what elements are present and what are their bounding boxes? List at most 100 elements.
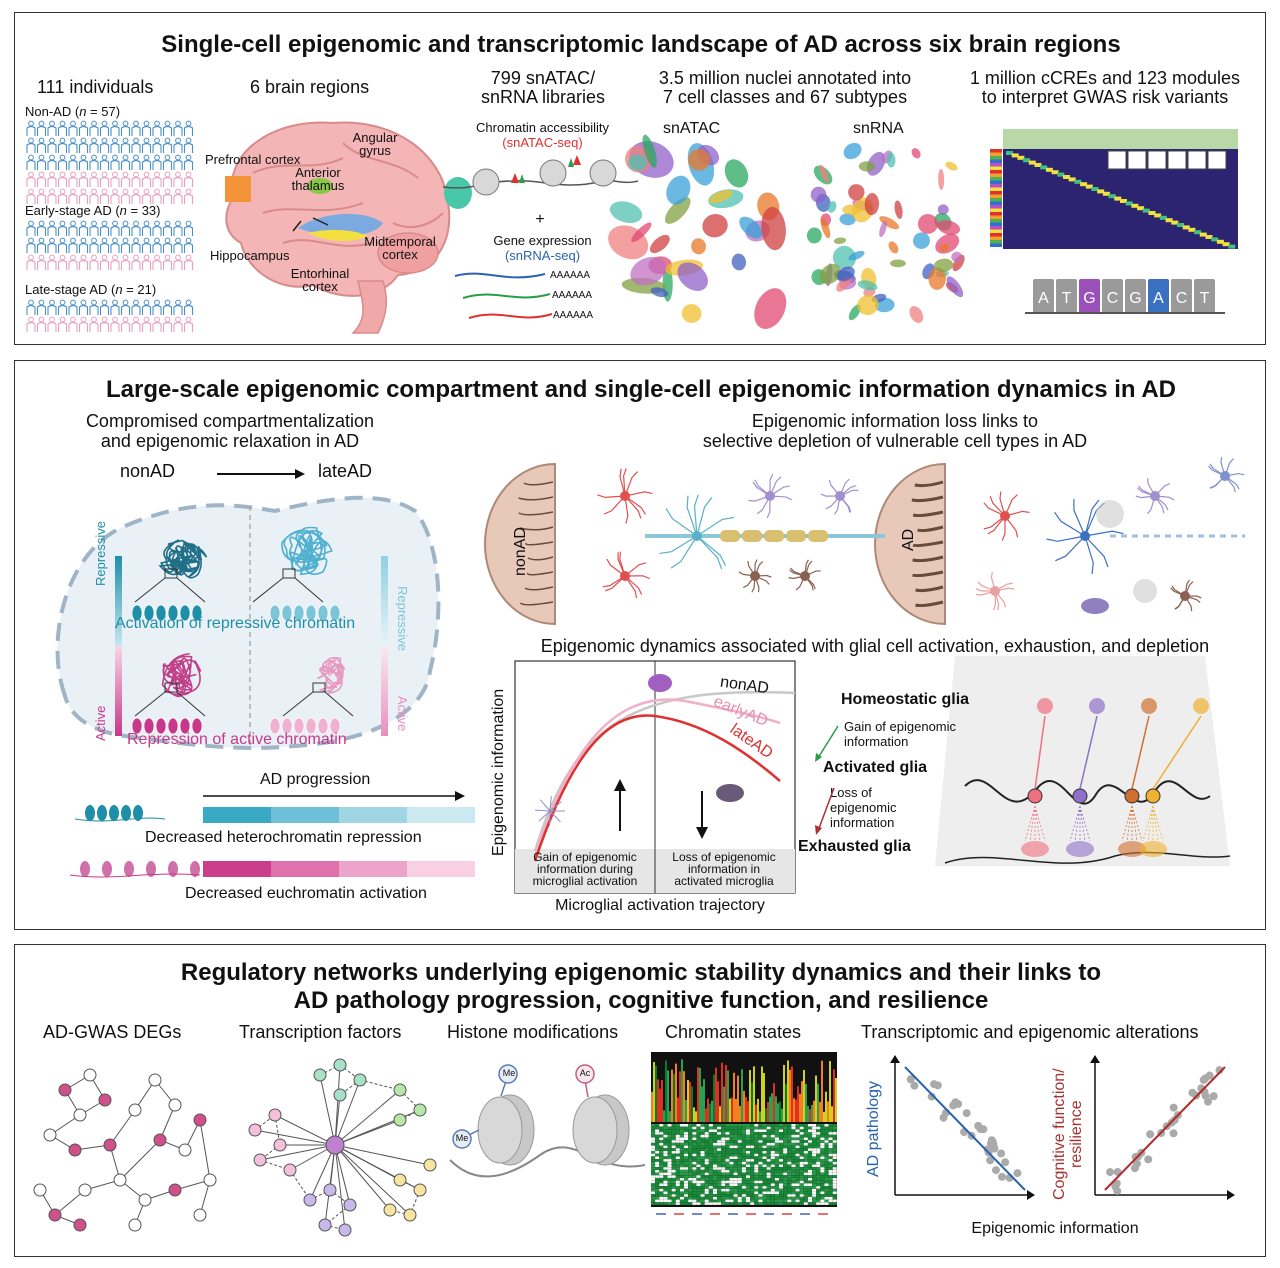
- hetero-nucleosome: [109, 805, 119, 821]
- person-icon: [57, 171, 68, 187]
- state-cell: [659, 1161, 664, 1165]
- signal-bar: [823, 1111, 825, 1122]
- state-cell: [779, 1129, 784, 1132]
- state-cell: [708, 1191, 713, 1195]
- state-cell: [787, 1196, 792, 1200]
- network-node: [313, 1068, 327, 1082]
- state-cell: [725, 1151, 730, 1154]
- heatmap-annotation: [990, 212, 1002, 216]
- state-cell: [704, 1202, 709, 1205]
- state-cell: [791, 1148, 796, 1151]
- state-cell: [725, 1137, 730, 1141]
- state-cell: [758, 1167, 763, 1170]
- state-cell: [692, 1151, 697, 1154]
- state-cell: [803, 1194, 808, 1197]
- state-cell: [758, 1151, 763, 1154]
- signal-bar: [753, 1066, 755, 1122]
- state-cell: [770, 1142, 775, 1146]
- state-cell: [770, 1172, 775, 1176]
- state-cell: [795, 1175, 800, 1178]
- state-cell: [721, 1175, 726, 1178]
- state-cell: [712, 1156, 718, 1159]
- heatmap-annotation: [990, 152, 1002, 156]
- state-cell: [824, 1134, 829, 1138]
- state-cell: [832, 1156, 837, 1159]
- state-cell: [663, 1132, 668, 1135]
- brain-illustration: [225, 121, 472, 334]
- state-cell: [663, 1161, 668, 1165]
- person-icon: [47, 171, 57, 187]
- state-cell: [721, 1126, 726, 1130]
- heatmap-annotation: [990, 208, 1002, 212]
- network-edge: [119, 1139, 161, 1181]
- state-cell: [717, 1161, 722, 1165]
- state-cell: [712, 1124, 718, 1127]
- state-cell: [737, 1196, 742, 1200]
- state-cell: [832, 1183, 837, 1186]
- state-cell: [655, 1167, 660, 1170]
- state-cell: [704, 1186, 709, 1189]
- person-icon: [173, 237, 183, 253]
- state-cell: [762, 1142, 767, 1146]
- umap-snrna-label: snRNA: [853, 120, 904, 137]
- state-cell: [675, 1167, 680, 1170]
- state-cell: [770, 1202, 775, 1205]
- state-cell: [679, 1175, 685, 1178]
- heatmap-annotation: [990, 233, 1002, 237]
- state-cell: [750, 1137, 755, 1141]
- state-cell: [721, 1151, 726, 1154]
- state-cell: [791, 1169, 796, 1173]
- state-cell: [816, 1167, 821, 1170]
- state-cell: [774, 1161, 779, 1165]
- heatmap-block: [1085, 184, 1093, 189]
- state-cell: [807, 1194, 813, 1197]
- state-cell: [663, 1126, 668, 1130]
- heatmap-inset: [1127, 150, 1147, 170]
- state-cell: [671, 1172, 676, 1176]
- person-icon: [120, 316, 131, 332]
- state-cell: [667, 1132, 672, 1135]
- state-cell: [659, 1199, 664, 1203]
- state-cell: [816, 1161, 821, 1165]
- signal-bar: [681, 1059, 683, 1122]
- state-cell: [787, 1156, 792, 1159]
- nucleosome: [179, 717, 191, 735]
- state-cell: [671, 1167, 676, 1170]
- state-cell: [812, 1159, 817, 1162]
- state-cell: [721, 1164, 726, 1168]
- state-cell: [684, 1129, 689, 1132]
- state-cell: [663, 1191, 668, 1195]
- state-cell: [737, 1129, 742, 1132]
- state-cell: [774, 1194, 779, 1197]
- state-cell: [824, 1161, 829, 1165]
- state-cell: [832, 1188, 837, 1192]
- eu-nucleosome: [168, 861, 178, 877]
- state-cell: [745, 1172, 751, 1176]
- state-cell: [762, 1172, 767, 1176]
- state-cell: [816, 1145, 821, 1149]
- signal-bar: [715, 1067, 717, 1122]
- state-cell: [688, 1142, 693, 1146]
- glia-start: [1037, 698, 1053, 714]
- state-cell: [696, 1188, 701, 1192]
- state-cell: [824, 1186, 829, 1189]
- state-cell: [692, 1188, 697, 1192]
- state-cell: [721, 1159, 726, 1162]
- state-cell: [737, 1134, 742, 1138]
- state-cell: [745, 1151, 751, 1154]
- network-edge: [309, 1144, 336, 1201]
- person-icon: [110, 316, 120, 332]
- state-cell: [795, 1140, 800, 1143]
- signal-bar: [651, 1091, 653, 1122]
- state-cell: [787, 1202, 792, 1205]
- person-icon: [152, 254, 162, 270]
- signal-bar: [717, 1081, 719, 1122]
- umap-cluster: [739, 216, 763, 239]
- state-cell: [663, 1183, 668, 1186]
- state-cell: [733, 1178, 738, 1181]
- state-cell: [667, 1137, 672, 1141]
- state-cell: [807, 1169, 813, 1173]
- state-cell: [663, 1178, 668, 1181]
- state-cell: [679, 1137, 685, 1141]
- active-label-left: Active: [93, 705, 108, 741]
